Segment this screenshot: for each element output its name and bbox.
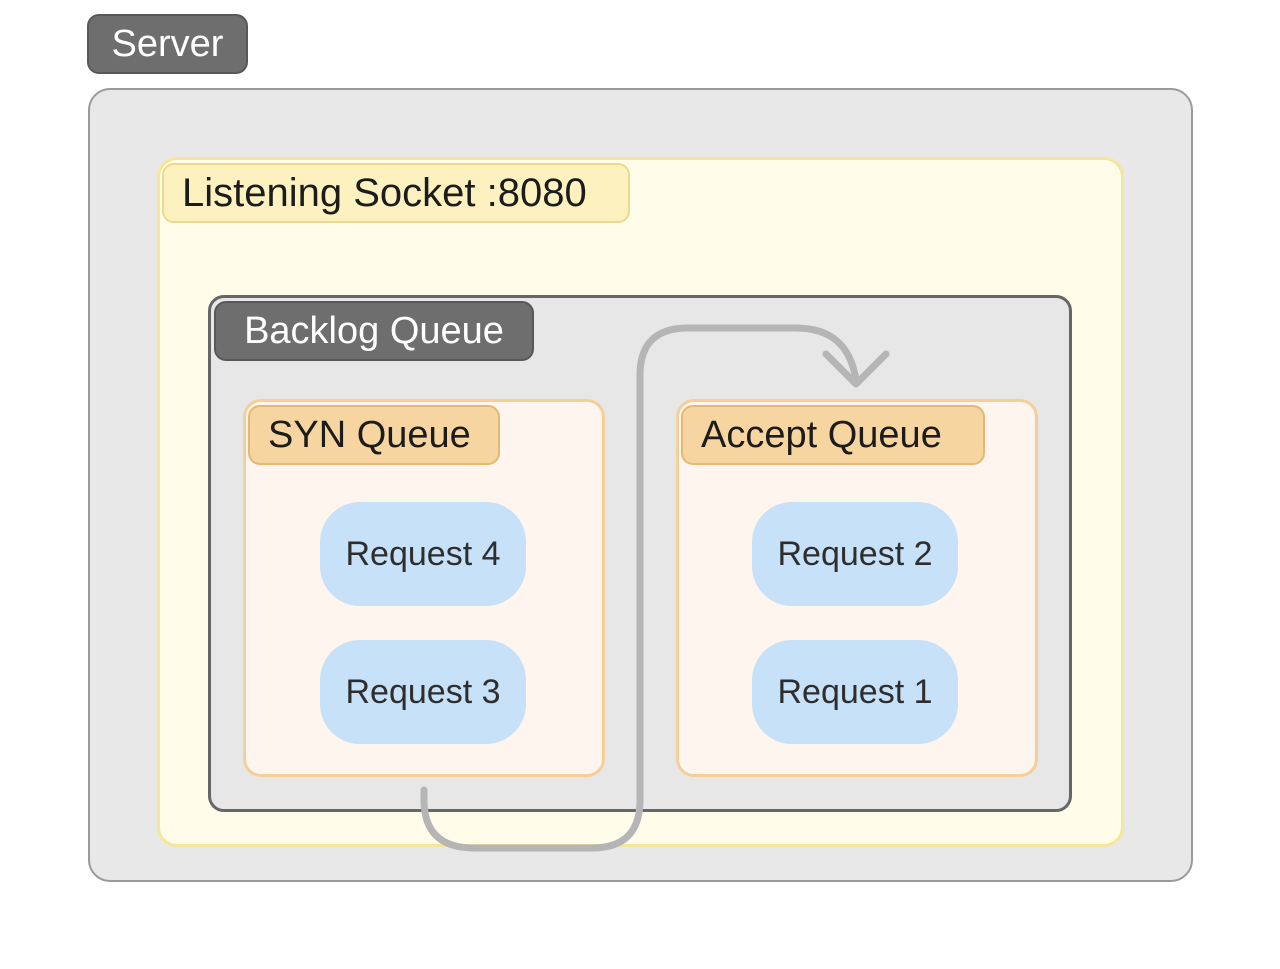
backlog-queue-label: Backlog Queue	[214, 301, 534, 361]
accept-request-pill: Request 1	[752, 640, 958, 744]
syn-request-pill: Request 4	[320, 502, 526, 606]
accept-request-pill: Request 2	[752, 502, 958, 606]
listening-socket-label: Listening Socket :8080	[162, 163, 630, 223]
syn-request-pill: Request 3	[320, 640, 526, 744]
accept-queue-label: Accept Queue	[681, 405, 985, 465]
server-label: Server	[87, 14, 248, 74]
syn-queue-label: SYN Queue	[248, 405, 500, 465]
